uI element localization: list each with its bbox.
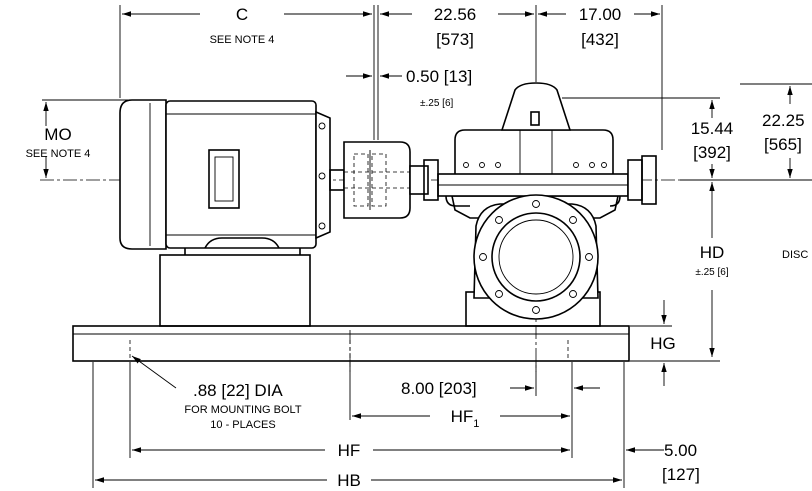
baseplate: [72, 325, 630, 362]
dim-5-00-value: 5.00: [664, 441, 697, 460]
motor-pedestal: [159, 254, 311, 327]
dim-22-56-metric: [573]: [436, 30, 474, 49]
flange-bolt-holes: [479, 200, 593, 314]
dim-mo-label: MO: [44, 125, 71, 144]
dim-0-50-tolerance: ±.25 [6]: [420, 98, 454, 109]
motor-end-bracket: [315, 110, 331, 240]
dim-8-00-value: 8.00 [203]: [401, 379, 477, 398]
dim-hb-label: HB: [337, 471, 361, 490]
lifting-lug: [500, 82, 572, 131]
dim-mo-note: SEE NOTE 4: [26, 148, 91, 160]
split-case-pump: [409, 82, 657, 327]
dim-hd-tolerance: ±.25 [6]: [695, 267, 729, 278]
dim-15-44-metric: [392]: [693, 143, 731, 162]
dim-hd-label: HD: [700, 243, 725, 262]
motor-fan-cover: [119, 99, 167, 250]
dim-17-00-value: 17.00: [579, 5, 622, 24]
dim-22-25-value: 22.25: [762, 111, 805, 130]
dim-5-00-metric: [127]: [662, 465, 700, 484]
pump-upper-casing: [454, 129, 614, 177]
motor-frame: [165, 100, 317, 249]
coupling-guard: [343, 141, 411, 219]
bolt-hole-value: .88 [22] DIA: [193, 381, 283, 400]
dim-hf-label: HF: [338, 441, 361, 460]
bolt-hole-line1: FOR MOUNTING BOLT: [184, 404, 301, 416]
dim-17-00-metric: [432]: [581, 30, 619, 49]
dim-22-25-metric: [565]: [764, 135, 802, 154]
dim-c-label: C: [236, 5, 248, 24]
conduit-box: [208, 149, 240, 209]
dim-hf1-label: HF1: [451, 407, 480, 430]
dim-c-note: SEE NOTE 4: [210, 34, 275, 46]
dim-15-44-value: 15.44: [691, 119, 734, 138]
dim-hg-label: HG: [650, 334, 676, 353]
motor: [119, 99, 345, 255]
dimensions: C SEE NOTE 4 22.56 [573] 17.00 [432] 0.5…: [26, 5, 812, 490]
bolt-hole-line2: 10 - PLACES: [210, 419, 275, 431]
disc-label: DISC: [782, 249, 808, 261]
dim-22-56-value: 22.56: [434, 5, 477, 24]
dim-0-50-value: 0.50 [13]: [406, 67, 472, 86]
